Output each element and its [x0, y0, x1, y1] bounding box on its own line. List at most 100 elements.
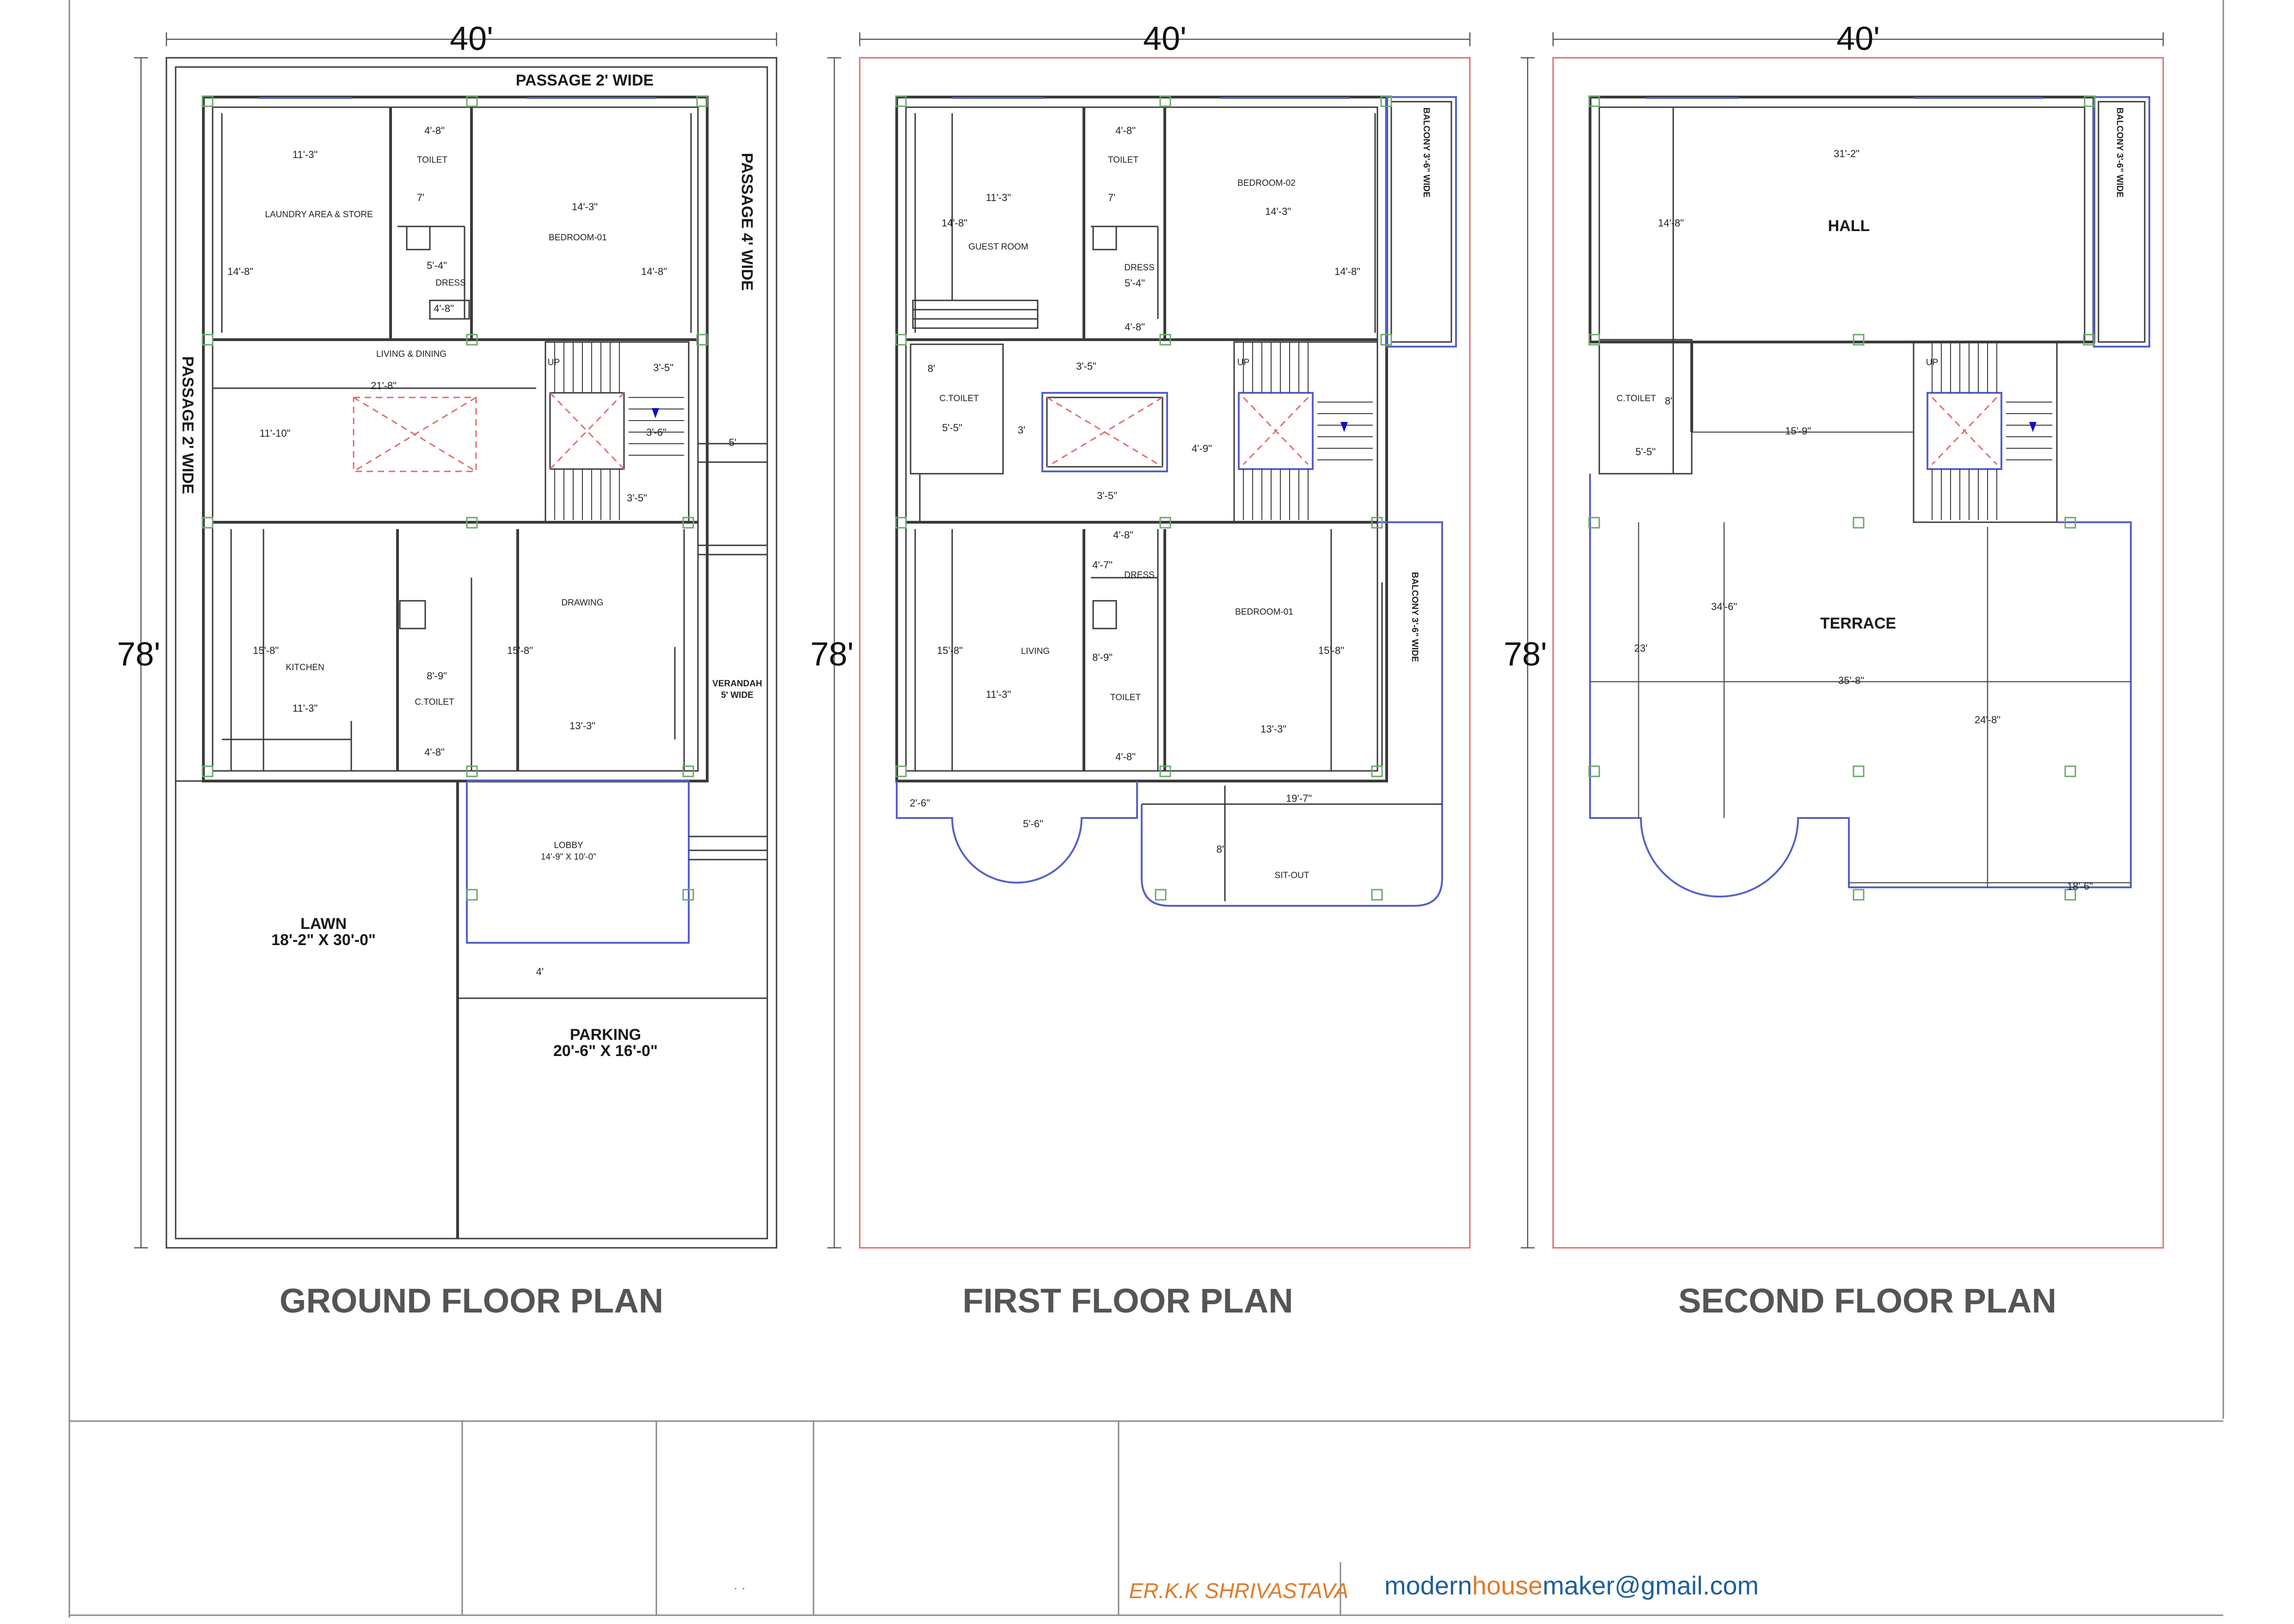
footer-email-part1: modern	[1384, 1571, 1472, 1600]
first-dim-bed1-w: 13'-3"	[1260, 723, 1286, 735]
first-dim-bed1-h: 15'-8"	[1318, 645, 1344, 656]
ground-dim-toilet-h: 7'	[417, 192, 424, 203]
ground-dim-stair-w: 3'-5"	[653, 362, 673, 373]
first-dim-dress2-w: 4'-8"	[1113, 529, 1133, 541]
ground-laundry-label: LAUNDRY AREA & STORE	[265, 210, 373, 220]
first-dim-bed2-w: 14'-3"	[1265, 206, 1291, 217]
second-balcony-label: BALCONY 3'-6" WIDE	[2115, 108, 2124, 198]
second-width-dim: 40'	[1836, 20, 1880, 57]
first-dim-void-t: 3'-5"	[1076, 360, 1096, 372]
ground-dim-laundry-w: 11'-3"	[293, 149, 318, 160]
first-living-label: LIVING	[1021, 647, 1050, 656]
ground-up-label: UP	[548, 358, 560, 367]
ground-verandah-width: 5' WIDE	[721, 690, 753, 700]
footer-email-part2: house	[1472, 1571, 1543, 1600]
first-balcony-bot-label: BALCONY 3'-6" WIDE	[1410, 572, 1419, 662]
first-dim-living-w: 11'-3"	[986, 689, 1011, 700]
first-dim-ct-w: 5'-5"	[942, 422, 962, 433]
first-dress-label: DRESS	[1124, 263, 1154, 273]
footer-mark: · ·	[734, 1581, 746, 1595]
second-hall-label: HALL	[1828, 217, 1870, 235]
ground-dim-dress-w: 5'-4"	[427, 260, 447, 271]
first-dress2-label: DRESS	[1124, 570, 1154, 580]
footer-credit: ER.K.K SHRIVASTAVA	[1129, 1579, 1349, 1603]
first-sitout-label: SIT-OUT	[1275, 871, 1309, 880]
footer-email: modernhousemaker@gmail.com	[1384, 1571, 1759, 1600]
second-dim-bottom: 18'-6"	[2067, 880, 2093, 892]
second-dim-terr-r: 24'-8"	[1975, 714, 2000, 726]
ground-dress-label: DRESS	[435, 278, 465, 288]
ground-dim-draw-h: 15'-8"	[507, 645, 533, 656]
first-ctoilet-label: C.TOILET	[939, 394, 979, 403]
ground-dim-living-h: 11'-10"	[260, 427, 291, 439]
first-dim-bay-w: 2'-6"	[910, 797, 930, 809]
ground-kitchen-label: KITCHEN	[286, 663, 324, 672]
ground-lawn-label: LAWN	[300, 915, 347, 933]
ground-ctoilet-label: C.TOILET	[415, 697, 454, 707]
ground-verandah-label: VERANDAH	[712, 679, 762, 689]
first-guest-label: GUEST ROOM	[968, 242, 1028, 252]
first-floor-title: FIRST FLOOR PLAN	[962, 1282, 1293, 1320]
ground-passage-top: PASSAGE 2' WIDE	[516, 72, 654, 89]
second-dim-stair-w: 15'-9"	[1785, 425, 1811, 437]
first-dim-living-h: 15'-8"	[937, 645, 963, 656]
first-bedroom1-label: BEDROOM-01	[1235, 607, 1293, 617]
first-dim-guest-w: 11'-3"	[986, 192, 1011, 203]
ground-dim-draw-w: 13'-3"	[569, 720, 595, 732]
first-balcony-top-label: BALCONY 3'-6" WIDE	[1421, 108, 1431, 198]
first-dim-sit-w: 19'-7"	[1286, 793, 1312, 804]
first-depth-dim: 78'	[810, 636, 854, 673]
first-dim-toilet2-h: 8'-9"	[1092, 652, 1113, 663]
first-toilet-label: TOILET	[1108, 155, 1139, 165]
second-depth-dim: 78'	[1504, 636, 1547, 673]
ground-floor-plan: 40' 78'	[117, 20, 777, 1320]
second-dim-terr-h: 34'-6"	[1711, 601, 1737, 612]
ground-drawing-label: DRAWING	[561, 598, 603, 608]
first-dim-sit-h: 8'	[1217, 843, 1224, 855]
ground-dim-bed-h: 14'-8"	[641, 266, 667, 277]
second-ctoilet-label: C.TOILET	[1616, 394, 1656, 403]
first-dim-guest-h: 14'-8"	[942, 217, 967, 229]
second-floor-plan: 40' 78'	[1504, 20, 2164, 1320]
first-floor-plan: 40' 78'	[810, 20, 1471, 1320]
ground-width-dim: 40'	[450, 20, 493, 57]
first-dim-dress2-h: 4'-7"	[1092, 559, 1113, 571]
first-dim-ct-h: 8'	[928, 363, 935, 374]
ground-dim-ct-w: 4'-8"	[424, 746, 445, 758]
ground-living-label: LIVING & DINING	[376, 349, 447, 359]
ground-bedroom-label: BEDROOM-01	[549, 233, 607, 243]
ground-toilet-label: TOILET	[417, 155, 448, 165]
second-dim-terr-l: 23'	[1634, 642, 1648, 654]
first-dim-bed2-h: 14'-8"	[1334, 266, 1360, 277]
second-up-label: UP	[1926, 358, 1938, 367]
first-dim-bay-r: 5'-6"	[1023, 818, 1043, 830]
first-dim-toilet-w: 4'-8"	[1115, 125, 1136, 136]
first-toilet2-label: TOILET	[1110, 693, 1141, 702]
first-dim-void-b: 3'-5"	[1097, 490, 1117, 501]
first-dim-stair: 4'-9"	[1192, 443, 1212, 454]
ground-dim-living-w: 21'-8"	[371, 380, 397, 391]
ground-lobby-label: LOBBY	[554, 841, 583, 850]
ground-lawn-size: 18'-2" X 30'-0"	[271, 931, 376, 949]
second-floor-title: SECOND FLOOR PLAN	[1678, 1282, 2056, 1320]
second-dim-hall-h: 14'-8"	[1658, 217, 1684, 229]
ground-parking-size: 20'-6" X 16'-0"	[553, 1042, 658, 1060]
second-dim-terr-w: 35'-8"	[1838, 675, 1864, 686]
ground-dim-kitchen-w: 11'-3"	[293, 702, 318, 714]
ground-dim-toilet-w: 4'-8"	[424, 125, 445, 136]
first-up-label: UP	[1237, 358, 1249, 367]
first-dim-gap: 3'	[1018, 424, 1025, 436]
second-dim-ct-h: 8'	[1665, 395, 1672, 407]
ground-dim-side: 5'	[729, 437, 736, 448]
ground-passage-right: PASSAGE 4' WIDE	[738, 153, 756, 291]
ground-parking-label: PARKING	[570, 1026, 641, 1044]
second-dim-hall-w: 31'-2"	[1834, 148, 1860, 159]
second-terrace-label: TERRACE	[1820, 615, 1896, 632]
first-dim-dress-b: 4'-8"	[1125, 321, 1145, 333]
first-dim-toilet-h: 7'	[1108, 192, 1115, 203]
ground-dim-stair-b: 3'-5"	[627, 492, 647, 504]
ground-dim-stair-h: 3'-6"	[646, 427, 667, 438]
first-width-dim: 40'	[1143, 20, 1187, 57]
first-dim-toilet2-w: 4'-8"	[1115, 751, 1136, 763]
